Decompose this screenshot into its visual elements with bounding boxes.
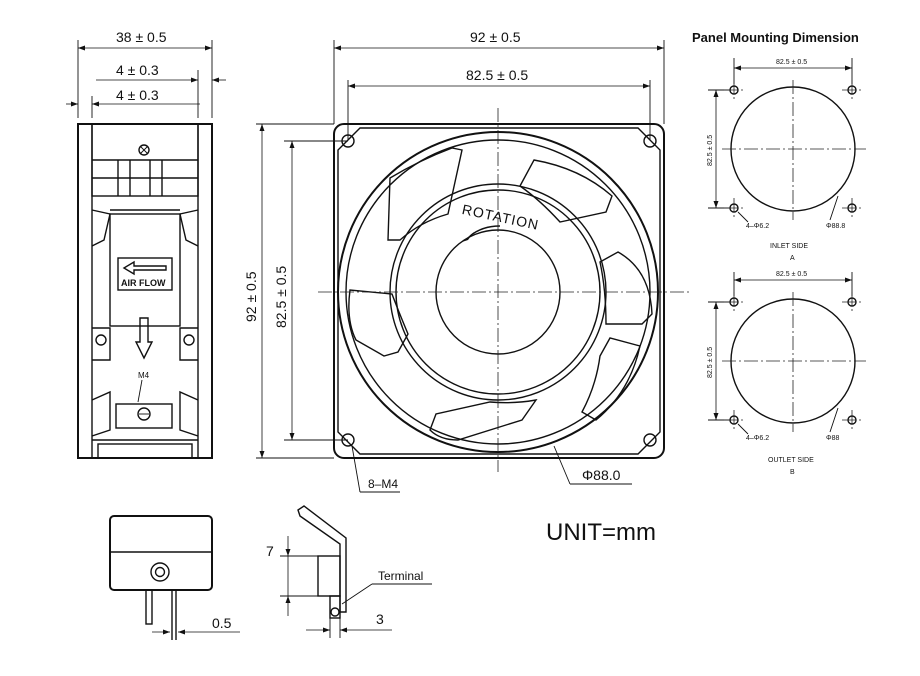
arrow-down-icon [134,317,154,360]
outlet-letter: B [790,469,795,476]
inlet-side-panel: 82.5 ± 0.5 82.5 ± 0.5 4–Φ6.2 Φ88.8 INLET… [707,58,866,262]
screw-count-label: 8–M4 [368,477,398,491]
outlet-dim-h: 82.5 ± 0.5 [707,347,714,378]
pin-dim-label: 0.5 [212,615,232,631]
dim-outer-height-label: 92 ± 0.5 [243,271,259,322]
terminal-label: Terminal [378,569,423,583]
width-dim-label: 3 [376,611,384,627]
dim-flange-label-2: 4 ± 0.3 [116,87,159,103]
outlet-dim-w: 82.5 ± 0.5 [776,271,807,278]
mount-hole [341,134,355,148]
airflow-label: AIR FLOW [121,278,166,288]
inlet-letter: A [790,255,795,262]
mount-hole [643,433,657,447]
outlet-diam-label: Φ88 [826,435,839,442]
terminal-screw-icon [137,407,151,421]
diameter-label: Φ88.0 [582,467,621,483]
fan-blades [348,147,653,441]
arrow-left-icon [122,260,167,276]
dim-flange-label-1: 4 ± 0.3 [116,62,159,78]
front-view: 92 ± 0.5 82.5 ± 0.5 92 ± 0.5 82.5 ± 0.5 [243,29,690,493]
thread-label: M4 [138,371,150,380]
inlet-dim-h: 82.5 ± 0.5 [707,135,714,166]
inlet-side-label: INLET SIDE [770,243,808,250]
dim-hole-height-label: 82.5 ± 0.5 [273,266,289,328]
panel-mounting: Panel Mounting Dimension 82.5 ± 0.5 82.5… [692,30,866,476]
dim-hole-width-label: 82.5 ± 0.5 [466,67,528,83]
panel-title: Panel Mounting Dimension [692,30,859,45]
terminal-side-detail: 7 Terminal 3 [266,505,432,638]
terminal-front-detail: 0.5 [109,515,240,640]
dim-outer-width-label: 92 ± 0.5 [470,29,521,45]
rotation-label: ROTATION [461,201,541,233]
dim-width-label: 38 ± 0.5 [116,29,167,45]
terminal-hole-icon [150,562,170,582]
outlet-holes-label: 4–Φ6.2 [746,435,769,442]
mount-hole [341,433,355,447]
outlet-side-panel: 82.5 ± 0.5 82.5 ± 0.5 4–Φ6.2 Φ88 OUTLET … [707,271,866,476]
outlet-side-label: OUTLET SIDE [768,457,814,464]
unit-label: UNIT=mm [546,519,656,546]
inlet-holes-label: 4–Φ6.2 [746,223,769,230]
screw-icon [138,144,150,156]
inlet-diam-label: Φ88.8 [826,223,845,230]
side-view: 38 ± 0.5 4 ± 0.3 4 ± 0.3 AIR FLOW [66,29,226,459]
height-dim-label: 7 [266,543,274,559]
inlet-dim-w: 82.5 ± 0.5 [776,59,807,66]
fan-housing [333,123,665,459]
mount-hole [643,134,657,148]
airflow-box [117,257,173,291]
